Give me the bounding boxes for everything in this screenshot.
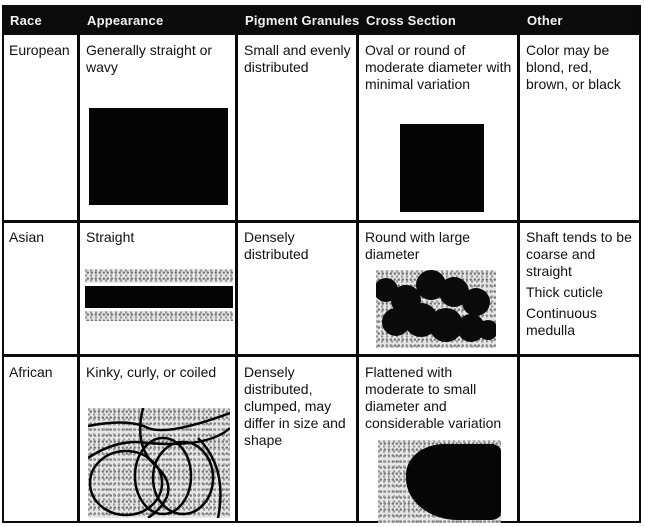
other-note: Color may be blond, red, brown, or black <box>526 42 621 92</box>
pigment-cell: Small and evenly distributed <box>244 42 351 75</box>
other-cell: Color may be blond, red, brown, or black <box>526 42 638 97</box>
other-note: Thick cuticle <box>526 284 604 300</box>
other-cell: Shaft tends to be coarse and straight Th… <box>526 229 638 343</box>
cross-section-cell: Oval or round of moderate diameter with … <box>365 42 512 92</box>
table-header: Race Appearance Pigment Granules Cross S… <box>4 7 639 35</box>
coiled-hair-photo <box>87 407 231 520</box>
race-cell: European <box>9 42 70 58</box>
appearance-cell: Generally straight or wavy <box>86 42 213 75</box>
straight-dark-hair-photo <box>89 108 228 205</box>
hair-comparison-table: Race Appearance Pigment Granules Cross S… <box>2 5 641 523</box>
race-cell: African <box>9 364 53 380</box>
column-divider <box>77 35 80 521</box>
column-divider <box>356 35 359 521</box>
header-cross-section: Cross Section <box>366 13 457 28</box>
header-other: Other <box>527 13 563 28</box>
header-pigment-granules: Pigment Granules <box>245 13 360 28</box>
pigment-cell: Densely distributed, clumped, may differ… <box>244 364 346 448</box>
other-note: Shaft tends to be coarse and straight <box>526 229 632 279</box>
pigment-cell: Densely distributed <box>244 229 309 262</box>
cross-section-cell: Flattened with moderate to small diamete… <box>365 364 502 431</box>
appearance-cell: Straight <box>86 229 135 245</box>
column-divider <box>517 35 520 521</box>
flattened-cross-section-photo <box>378 440 501 523</box>
race-cell: Asian <box>9 229 45 245</box>
oval-cross-section-photo <box>400 124 484 212</box>
round-large-cross-section-photo <box>374 270 498 348</box>
appearance-cell: Kinky, curly, or coiled <box>86 364 217 380</box>
row-divider <box>4 354 639 357</box>
header-appearance: Appearance <box>87 13 164 28</box>
cross-section-cell: Round with large diameter <box>365 229 471 262</box>
straight-thick-hair-shaft-photo <box>85 269 233 321</box>
other-note: Continuous medulla <box>526 305 597 338</box>
row-divider <box>4 220 639 223</box>
header-race: Race <box>10 13 42 28</box>
column-divider <box>235 35 238 521</box>
